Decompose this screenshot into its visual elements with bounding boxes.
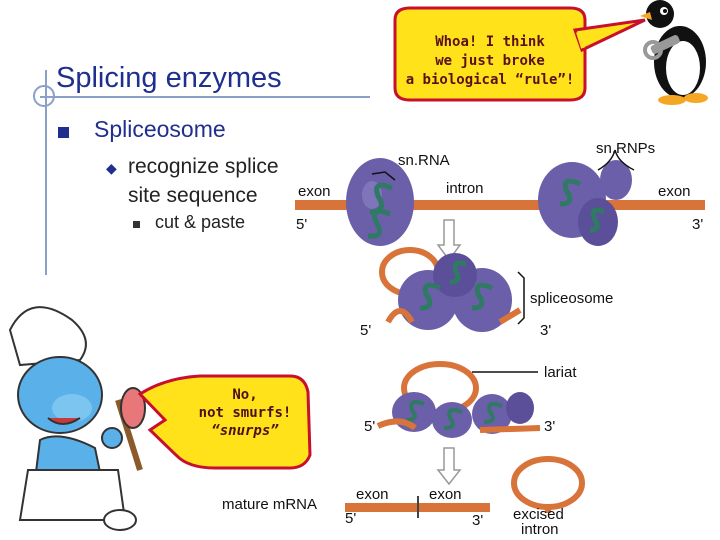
label-exon-bottom-right: exon: [429, 486, 462, 503]
speech-line3: a biological “rule”!: [405, 72, 575, 88]
bullet-recognize: recognize splice site sequence: [128, 152, 279, 210]
bullet-recognize-line2: site sequence: [128, 184, 258, 207]
penguin-icon: [640, 0, 708, 105]
bullet-small-square-icon: [133, 221, 140, 228]
arrow-down-2: [436, 447, 462, 486]
label-spliceosome: spliceosome: [530, 290, 614, 307]
speech-line1: Whoa! I think: [435, 34, 545, 50]
smurf-line2: not smurfs!: [198, 405, 292, 421]
label-exon-bottom-left: exon: [356, 486, 389, 503]
bullet-spliceosome: Spliceosome: [94, 116, 226, 142]
snrnp-right-small: [600, 160, 632, 200]
label-exon-left: exon: [298, 183, 331, 200]
smurf-icon: [8, 306, 146, 531]
title-rule-horizontal: [40, 96, 370, 98]
label-exon-right: exon: [658, 183, 691, 200]
bullet-recognize-line1: recognize splice: [128, 155, 279, 178]
smurf-line3: “snurps”: [211, 423, 279, 439]
lariat-complex: [376, 361, 541, 438]
pre-mrna-strand: [295, 200, 705, 210]
smurf-line1: No,: [232, 387, 258, 403]
label-five-prime-3: 5': [364, 418, 376, 435]
arrow-down-1: [436, 219, 462, 262]
speech-bubble: [393, 6, 646, 102]
excised-intron-lariat: [511, 456, 585, 513]
speech-bubble-text: Whoa! I think we just broke a biological…: [398, 33, 582, 90]
label-three-prime-3: 3': [544, 418, 556, 435]
slide-title: Splicing enzymes: [56, 62, 282, 94]
bullet-diamond-icon: ◆: [106, 160, 117, 176]
label-lariat: lariat: [544, 364, 577, 381]
smurf-bubble-text: No, not smurfs! “snurps”: [185, 386, 305, 440]
label-intron: intron: [446, 180, 484, 197]
label-three-prime-1: 3': [692, 216, 704, 233]
label-snrna: sn.RNA: [398, 152, 450, 169]
snrnp-left: [346, 158, 414, 246]
label-excised: excised: [513, 506, 564, 523]
label-three-prime-2: 3': [540, 322, 552, 339]
title-rule-vertical: [45, 70, 47, 275]
bullet-square-icon: [58, 127, 69, 138]
crosshair-icon: [33, 85, 55, 107]
label-five-prime-2: 5': [360, 322, 372, 339]
speech-line2: we just broke: [435, 53, 545, 69]
smurf-speech-bubble: [137, 374, 312, 470]
label-five-prime-4: 5': [345, 510, 357, 527]
label-three-prime-4: 3': [472, 512, 484, 529]
label-snrnps: sn.RNPs: [596, 140, 656, 157]
label-five-prime-1: 5': [296, 216, 308, 233]
bullet-cut-paste: cut & paste: [155, 212, 246, 232]
spliceosome-complex: [379, 247, 522, 332]
snrnp-right: [538, 162, 618, 246]
label-excised-intron: intron: [521, 521, 559, 538]
label-mature-mrna: mature mRNA: [222, 496, 318, 513]
